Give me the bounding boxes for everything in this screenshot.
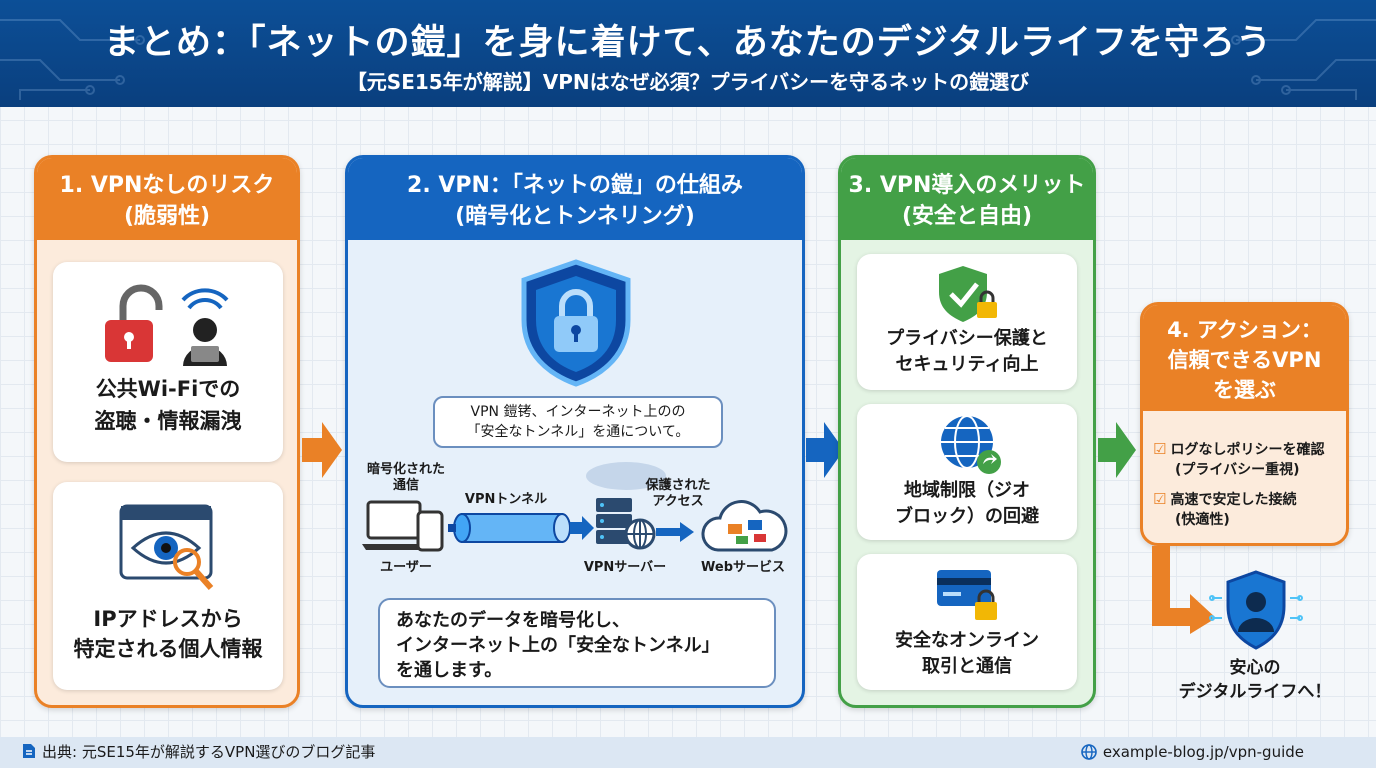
vpn-server-globe-icon (586, 462, 666, 550)
panel-risks: 1. VPNなしのリスク (脆弱性) 公共Wi-Fiでの 盗聴・情報漏洩 IPア… (34, 155, 300, 708)
globe-icon (1081, 744, 1097, 760)
benefit-geoblock-line2: ブロック）の回避 (895, 506, 1039, 527)
flow-arrow-green-icon (1098, 422, 1136, 478)
checklist-nolog-line1: ログなしポリシーを確認 (1170, 442, 1325, 458)
label-encrypted-line1: 暗号化された (366, 462, 445, 477)
label-vpn-server: VPNサーバー (583, 560, 667, 575)
header-banner: まとめ：「ネットの鎧」を身に着けて、あなたのデジタルライフを守ろう 【元SE15… (0, 0, 1376, 107)
shield-check-lock-icon (939, 266, 997, 322)
mechanism-caption-line1: VPN 鎧铐、インターネット上のの (470, 404, 686, 420)
panel-benefits: 3. VPN導入のメリット (安全と自由) プライバシー保護と セキュリティ向上… (838, 155, 1096, 708)
footer-url[interactable]: example-blog.jp/vpn-guide (1081, 737, 1304, 768)
checklist-item-nolog: ☑ログなしポリシーを確認 (プライバシー重視) (1153, 439, 1343, 480)
risk-card-wifi: 公共Wi-Fiでの 盗聴・情報漏洩 (53, 262, 283, 462)
page-title: まとめ：「ネットの鎧」を身に着けて、あなたのデジタルライフを守ろう (103, 23, 1273, 63)
benefit-transactions-line2: 取引と通信 (922, 656, 1012, 677)
label-vpn-tunnel: VPNトンネル (464, 492, 548, 507)
result-line2: デジタルライフへ！ (1178, 682, 1332, 702)
result-message: 安心の デジタルライフへ！ (1160, 656, 1350, 704)
panel-action: 4. アクション： 信頼できるVPN を選ぶ ☑ログなしポリシーを確認 (プライ… (1140, 302, 1349, 546)
footer-bar: 出典: 元SE15年が解説するVPN選びのブログ記事 example-blog.… (0, 737, 1376, 768)
arrow-right-blue-icon (656, 522, 694, 542)
benefit-geoblock-line1: 地域制限（ジオ (904, 480, 1030, 501)
label-encrypted-line2: 通信 (392, 478, 419, 493)
footer-source-text: 出典: 元SE15年が解説するVPN選びのブログ記事 (42, 743, 376, 761)
checklist-nolog-line2: (プライバシー重視) (1175, 462, 1300, 478)
mechanism-caption-bubble: VPN 鎧铐、インターネット上のの 「安全なトンネル」を通について。 (433, 396, 723, 448)
secure-user-shield-icon (1209, 570, 1303, 650)
label-protected-access: 保護された アクセス (638, 478, 718, 510)
panel-action-header: 4. アクション： 信頼できるVPN を選ぶ (1143, 305, 1346, 411)
padlock-open-hacker-icon (105, 284, 229, 366)
panel-mechanism: 2. VPN：「ネットの鎧」の仕組み (暗号化とトンネリング) VPN 鎧铐、イ… (345, 155, 805, 708)
benefit-card-privacy: プライバシー保護と セキュリティ向上 (857, 254, 1077, 390)
laptop-phone-icon (362, 500, 444, 552)
risk-card-wifi-line2: 盗聴・情報漏洩 (94, 409, 242, 433)
label-user: ユーザー (380, 560, 432, 575)
panel-benefits-title-line2: (安全と自由) (901, 204, 1033, 229)
benefit-card-geoblock: 地域制限（ジオ ブロック）の回避 (857, 404, 1077, 540)
circuit-decoration-right-icon (1231, 19, 1376, 100)
label-protected-line2: アクセス (652, 494, 704, 509)
risk-card-ip-line1: IPアドレスから (93, 607, 243, 631)
panel-risks-header: 1. VPNなしのリスク (脆弱性) (37, 158, 297, 240)
panel-action-title-line3: を選ぶ (1213, 378, 1276, 402)
credit-card-lock-icon (937, 570, 997, 620)
browser-eye-magnifier-icon (119, 504, 214, 590)
panel-mechanism-title-line1: 2. VPN：「ネットの鎧」の仕組み (407, 173, 743, 198)
footer-source: 出典: 元SE15年が解説するVPN選びのブログ記事 (22, 737, 375, 768)
flow-arrow-blue-icon (806, 422, 844, 478)
page-subtitle: 【元SE15年が解説】VPNはなぜ必須？プライバシーを守るネットの鎧選び (346, 70, 1030, 94)
label-encrypted-comm: 暗号化された 通信 (356, 462, 456, 494)
checkbox-checked-icon: ☑ (1153, 490, 1167, 508)
vpn-tunnel-pipe-icon (448, 513, 594, 543)
speech-line2: インターネット上の「安全なトンネル」 (396, 635, 720, 656)
panel-mechanism-header: 2. VPN：「ネットの鎧」の仕組み (暗号化とトンネリング) (348, 158, 802, 240)
panel-action-title-line2: 信頼できるVPN (1167, 348, 1322, 372)
checklist-item-speed: ☑高速で安定した接続 (快適性) (1153, 489, 1343, 530)
panel-benefits-title-line1: 3. VPN導入のメリット (848, 173, 1086, 198)
panel-risks-title-line1: 1. VPNなしのリスク (59, 173, 275, 198)
footer-url-text[interactable]: example-blog.jp/vpn-guide (1102, 743, 1304, 761)
benefit-card-transactions: 安全なオンライン 取引と通信 (857, 554, 1077, 690)
checklist-speed-line1: 高速で安定した接続 (1170, 492, 1297, 508)
benefit-privacy-line2: セキュリティ向上 (895, 354, 1039, 375)
globe-arrow-icon (941, 415, 1001, 474)
risk-card-ip-line2: 特定される個人情報 (73, 637, 263, 661)
panel-action-title-line1: 4. アクション： (1167, 318, 1322, 342)
mechanism-caption-line2: 「安全なトンネル」を通について。 (466, 424, 690, 440)
document-icon (23, 744, 35, 758)
risk-card-wifi-line1: 公共Wi-Fiでの (95, 377, 241, 401)
risk-card-ip: IPアドレスから 特定される個人情報 (53, 482, 283, 690)
checkbox-checked-icon: ☑ (1153, 440, 1167, 458)
mechanism-speech-bubble: あなたのデータを暗号化し、 インターネット上の「安全なトンネル」 を通します。 (378, 598, 776, 688)
panel-benefits-header: 3. VPN導入のメリット (安全と自由) (841, 158, 1093, 240)
checklist-speed-line2: (快適性) (1175, 512, 1230, 528)
benefit-transactions-line1: 安全なオンライン (895, 630, 1039, 651)
label-protected-line1: 保護された (645, 478, 711, 493)
circuit-decoration-left-icon (0, 19, 145, 100)
benefit-privacy-line1: プライバシー保護と (886, 328, 1048, 349)
result-line1: 安心の (1229, 658, 1281, 678)
speech-line1: あなたのデータを暗号化し、 (396, 610, 630, 631)
elbow-arrow-orange-icon (1152, 546, 1216, 634)
speech-line3: を通します。 (396, 660, 503, 681)
panel-mechanism-title-line2: (暗号化とトンネリング) (455, 204, 695, 229)
label-web-service: Webサービス (701, 560, 785, 575)
flow-arrow-orange-icon (302, 422, 342, 478)
cloud-services-icon (701, 500, 788, 552)
panel-risks-title-line2: (脆弱性) (123, 204, 211, 229)
shield-lock-icon (521, 259, 631, 387)
